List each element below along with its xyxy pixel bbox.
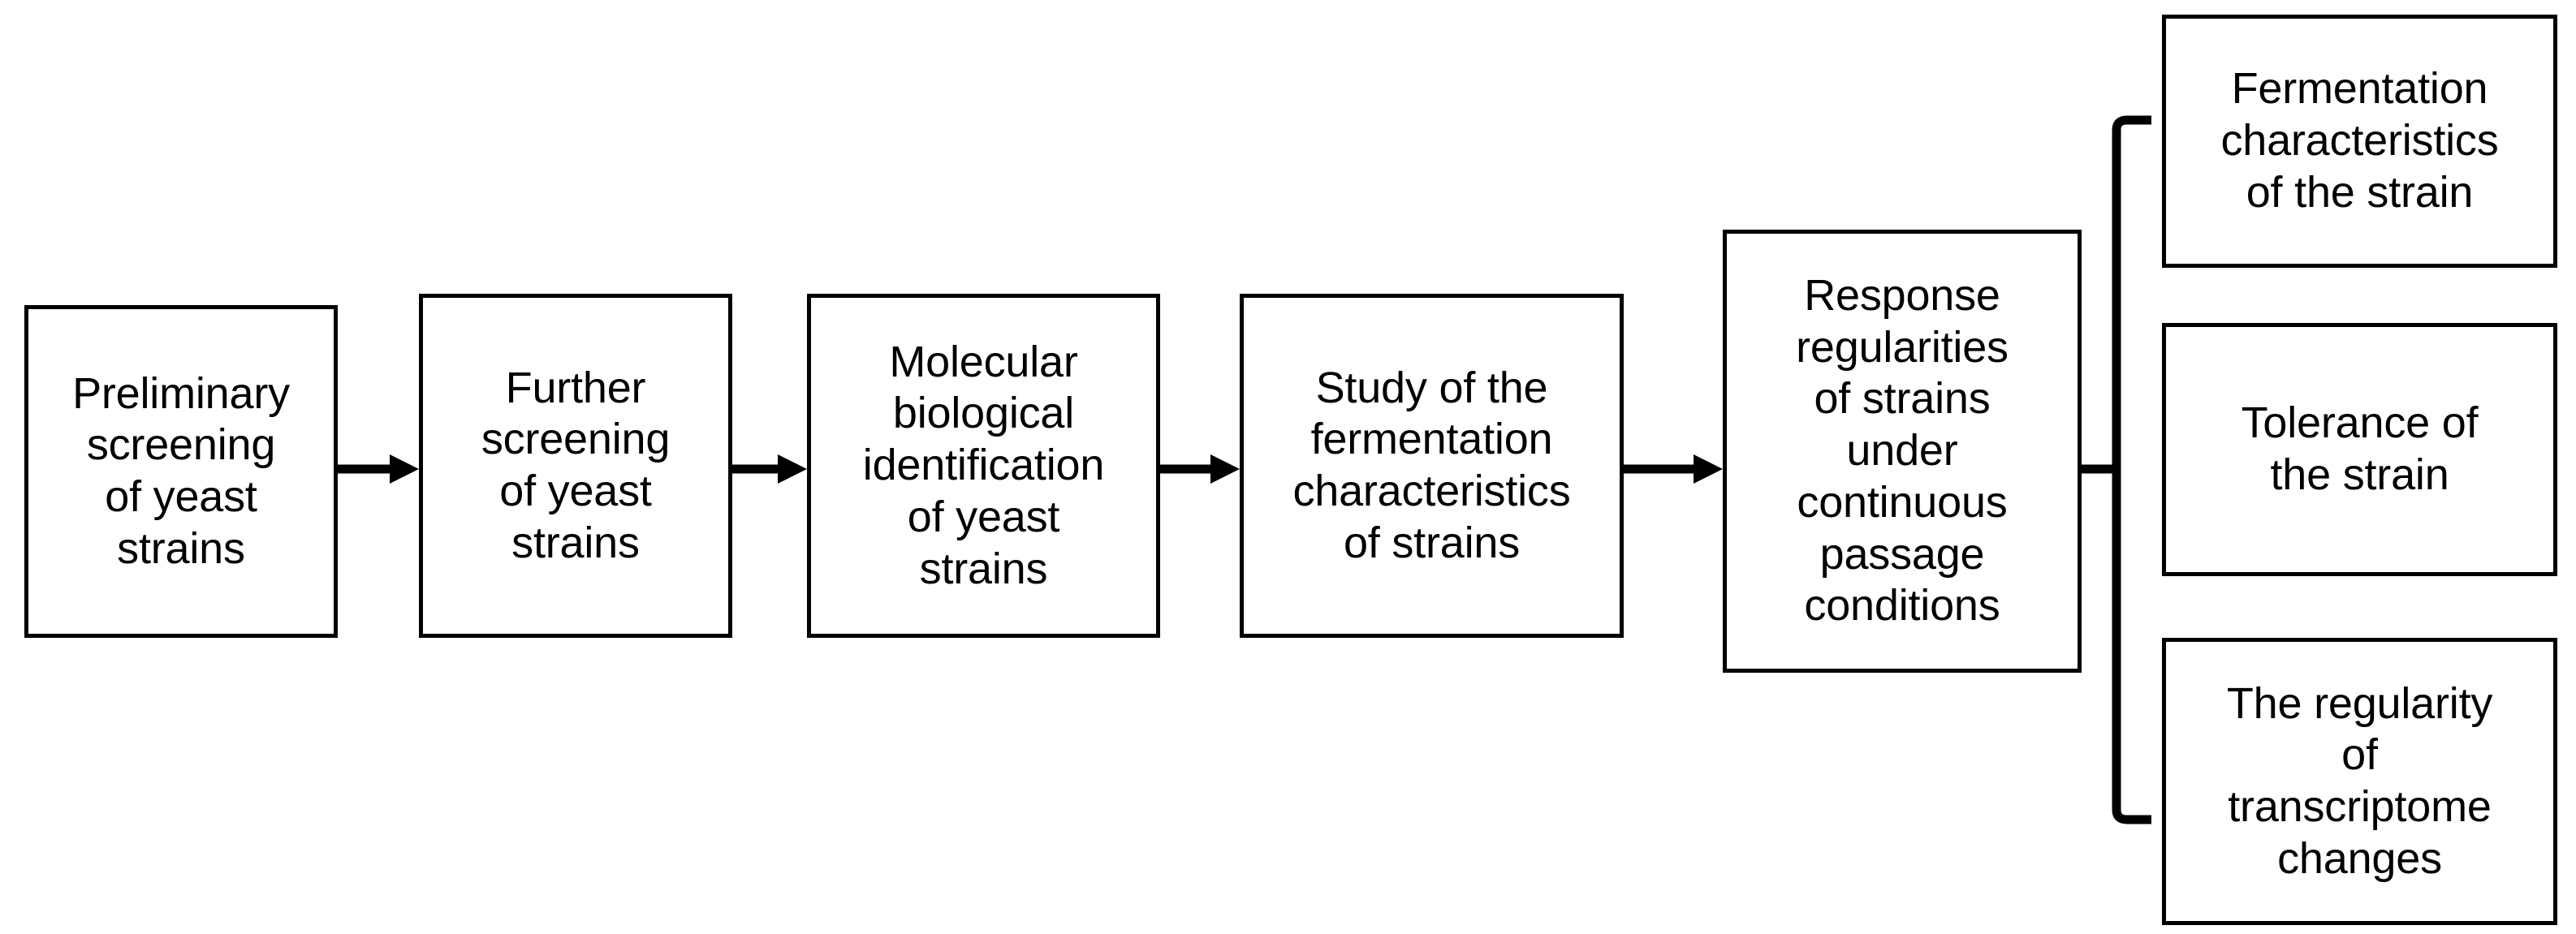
outcome-box-tolerance[interactable]: Tolerance of the strain	[2162, 323, 2557, 576]
process-box-fermentation-study[interactable]: Study of the fermentation characteristic…	[1240, 294, 1624, 638]
arrow-node0-to-node1	[338, 454, 419, 484]
process-box-preliminary-screening[interactable]: Preliminary screening of yeast strains	[24, 305, 338, 638]
process-box-molecular-identification[interactable]: Molecular biological identification of y…	[807, 294, 1160, 638]
outcome-box-transcriptome-changes[interactable]: The regularity of transcriptome changes	[2162, 638, 2557, 925]
arrow-node1-to-node2	[732, 454, 807, 484]
outcome-box-fermentation-characteristics[interactable]: Fermentation characteristics of the stra…	[2162, 15, 2557, 268]
process-box-further-screening[interactable]: Further screening of yeast strains	[419, 294, 732, 638]
arrow-node3-to-node4	[1624, 454, 1723, 484]
bracket-connector	[2082, 115, 2151, 824]
arrow-node2-to-node3	[1160, 454, 1240, 484]
process-box-response-regularities[interactable]: Response regularities of strains under c…	[1723, 230, 2082, 673]
